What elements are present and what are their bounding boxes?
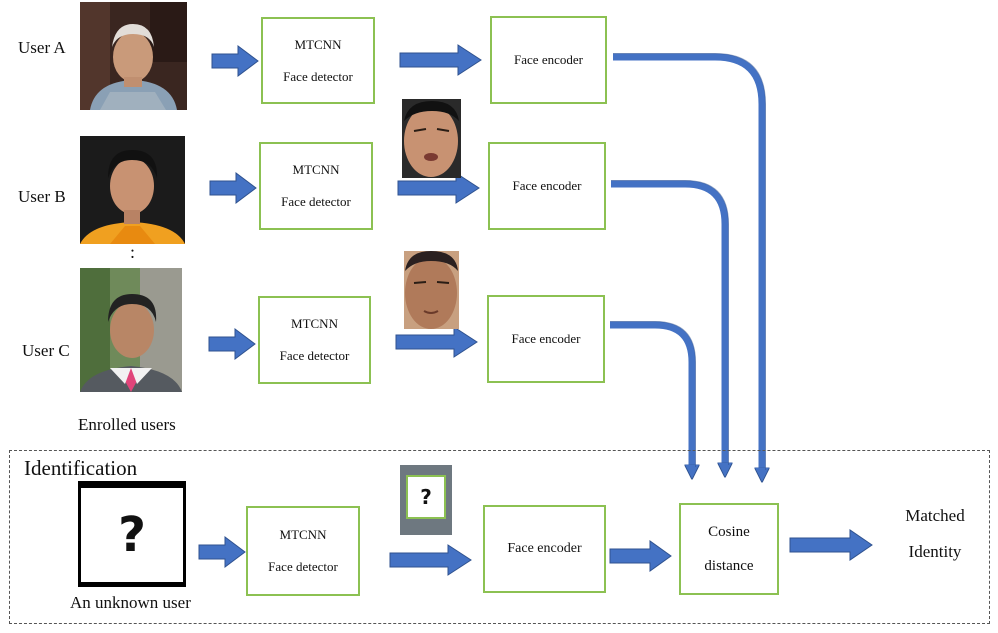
face-detector-box: MTCNN Face detector xyxy=(246,506,360,596)
user-b-face-crop xyxy=(402,99,461,178)
cosine-label: Cosine xyxy=(708,523,750,540)
distance-label: distance xyxy=(704,558,754,574)
detector-title: MTCNN xyxy=(294,36,342,52)
face-encoder-box: Face encoder xyxy=(490,16,607,104)
detector-title: MTCNN xyxy=(279,527,327,543)
ellipsis: : xyxy=(130,242,136,262)
matched-text: Matched xyxy=(905,506,965,525)
matched-identity-label: Matched Identity xyxy=(890,506,980,562)
user-b-photo xyxy=(80,136,185,244)
user-label: User C xyxy=(22,341,70,360)
enrolled-caption: Enrolled users xyxy=(78,415,176,434)
identification-frame xyxy=(9,450,990,624)
block-arrow xyxy=(198,44,873,576)
face-encoder-box: Face encoder xyxy=(483,505,606,593)
face-encoder-box: Face encoder xyxy=(488,142,606,230)
encoder-label: Face encoder xyxy=(507,540,582,556)
detector-subtitle: Face detector xyxy=(279,348,350,363)
unknown-user-image: ? xyxy=(78,481,186,587)
detector-subtitle: Face detector xyxy=(281,194,351,209)
user-c-photo xyxy=(80,268,182,392)
face-detector-box: MTCNN Face detector xyxy=(258,296,371,384)
encoder-label: Face encoder xyxy=(512,178,582,194)
detector-title: MTCNN xyxy=(292,162,340,178)
face-detector-box: MTCNN Face detector xyxy=(259,142,373,230)
detector-subtitle: Face detector xyxy=(268,559,338,574)
encoder-label: Face encoder xyxy=(511,331,581,347)
user-a-photo xyxy=(80,2,187,110)
identification-title: Identification xyxy=(24,456,138,480)
face-detector-box: MTCNN Face detector xyxy=(261,17,375,104)
unknown-face-crop: ? xyxy=(400,465,452,535)
question-mark: ? xyxy=(406,475,446,519)
detector-title: MTCNN xyxy=(291,316,338,332)
unknown-caption: An unknown user xyxy=(70,593,191,612)
cosine-distance-box: Cosine distance xyxy=(679,503,779,595)
question-mark: ? xyxy=(81,488,183,582)
encoder-label: Face encoder xyxy=(514,52,583,68)
face-encoder-box: Face encoder xyxy=(487,295,605,383)
user-c-face-crop xyxy=(404,251,459,329)
identity-text: Identity xyxy=(908,542,962,561)
user-label: User A xyxy=(18,38,66,57)
user-label: User B xyxy=(18,187,66,206)
detector-subtitle: Face detector xyxy=(283,68,353,84)
